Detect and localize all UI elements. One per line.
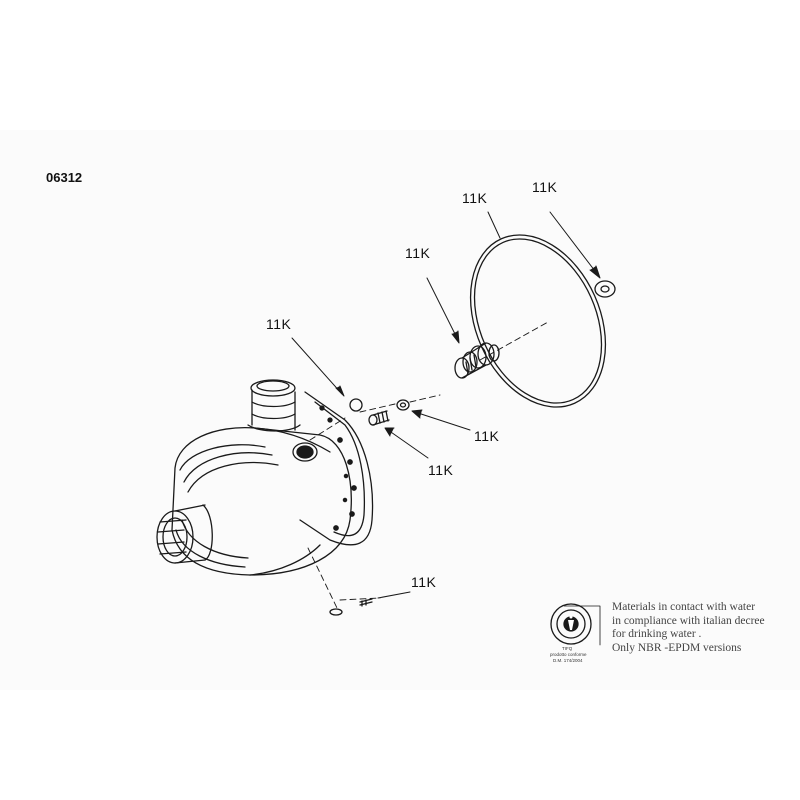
- mechanical-seal: [454, 342, 500, 379]
- large-o-ring: [469, 234, 607, 408]
- o-ring-small: [349, 398, 363, 412]
- pump-body: [156, 379, 374, 576]
- drain-plug: [329, 598, 373, 616]
- callout-mechanical-seal: 11K: [405, 245, 431, 261]
- callout-large-o-ring: 11K: [462, 190, 488, 206]
- tifq-logo: [550, 603, 601, 646]
- compliance-line-3: for drinking water .: [612, 628, 702, 640]
- callout-leaders: [291, 211, 601, 599]
- screw: [368, 410, 390, 426]
- logo-caption-decree: D.M. 174/2004: [553, 658, 583, 663]
- callout-o-ring-small: 11K: [266, 316, 292, 332]
- callout-seal-washer: 11K: [532, 179, 558, 195]
- seal-washer: [594, 280, 616, 298]
- callout-washer: 11K: [474, 428, 500, 444]
- washer: [396, 399, 410, 411]
- logo-caption-text: prodotto conforme: [550, 652, 587, 657]
- compliance-line-4: Only NBR -EPDM versions: [612, 641, 742, 654]
- callout-screw: 11K: [428, 462, 454, 478]
- callout-drain-plug: 11K: [411, 574, 437, 590]
- compliance-note: Materials in contact with water in compl…: [612, 601, 792, 655]
- axis-lines: [307, 321, 549, 611]
- large-o-ring-inner: [473, 238, 603, 404]
- compliance-line-2: in compliance with italian decree: [612, 614, 765, 627]
- drawing-code: 06312: [46, 170, 83, 185]
- compliance-line-1: Materials in contact with water: [612, 601, 756, 613]
- logo-caption-brand: TIFQ: [562, 646, 573, 651]
